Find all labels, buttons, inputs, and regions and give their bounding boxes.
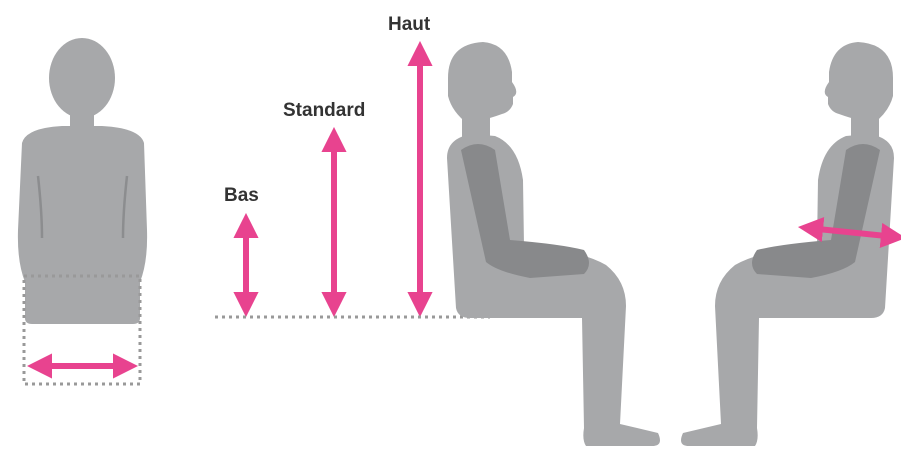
back-view-person [18, 38, 147, 324]
side-view-person-right-facing [447, 42, 660, 446]
label-bas: Bas [224, 186, 259, 205]
side-view-person-left-facing [681, 42, 894, 446]
label-standard: Standard [283, 101, 365, 120]
label-haut: Haut [388, 15, 430, 34]
